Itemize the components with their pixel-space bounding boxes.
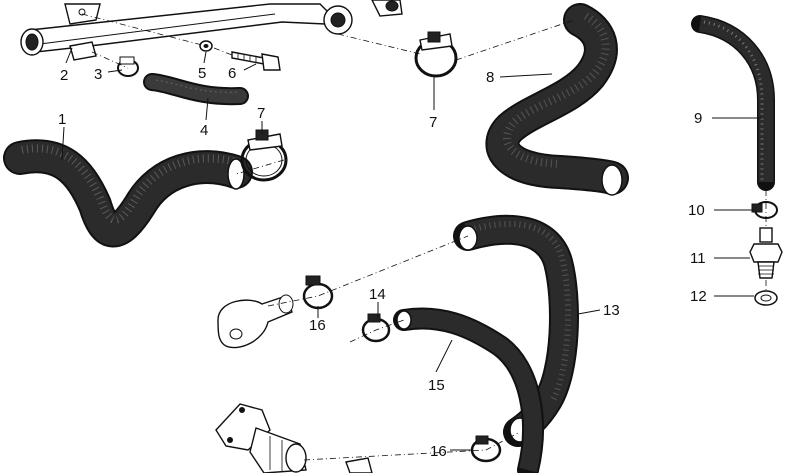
callout-12: 12 <box>690 288 707 305</box>
callout-6: 6 <box>228 65 236 82</box>
callout-3: 3 <box>94 66 102 83</box>
callout-7-left: 7 <box>257 105 265 122</box>
small-clamp-10 <box>751 201 778 219</box>
callout-14: 14 <box>369 286 386 303</box>
small-hose-4 <box>143 73 249 106</box>
bolt-6 <box>231 51 281 71</box>
callout-7-right: 7 <box>429 114 437 131</box>
assembly-lines <box>81 13 767 461</box>
callout-16-lower: 16 <box>430 443 447 460</box>
callout-4: 4 <box>200 122 208 139</box>
hose-clamp-7-right <box>414 31 458 78</box>
callout-11: 11 <box>690 250 706 267</box>
callout-5: 5 <box>198 65 206 82</box>
hose-8 <box>485 3 629 196</box>
fitting-11 <box>749 227 783 279</box>
valve-housing <box>215 403 373 473</box>
leader-lines <box>61 47 762 451</box>
callout-9: 9 <box>694 110 702 127</box>
hose-15 <box>393 307 544 473</box>
coolant-pipe-assembly <box>20 0 403 61</box>
washer-12 <box>754 290 778 306</box>
callout-numbers: 1 2 3 4 5 6 7 7 8 9 10 11 12 13 14 15 16… <box>58 65 707 460</box>
small-clamp-3 <box>117 56 139 77</box>
hose-9 <box>691 15 775 191</box>
hose-1 <box>3 139 253 248</box>
flange-connector <box>217 294 294 349</box>
hose-clamp-7-left <box>240 129 288 182</box>
callout-2: 2 <box>60 67 68 84</box>
callout-10: 10 <box>688 202 705 219</box>
hose-clamp-16-lower <box>470 435 502 463</box>
callout-8: 8 <box>486 69 494 86</box>
callout-13: 13 <box>603 302 620 319</box>
callout-1: 1 <box>58 111 66 128</box>
callout-16-upper: 16 <box>309 317 326 334</box>
callout-15: 15 <box>428 377 445 394</box>
hose-clamp-14 <box>361 313 391 343</box>
washer-5 <box>199 40 213 52</box>
